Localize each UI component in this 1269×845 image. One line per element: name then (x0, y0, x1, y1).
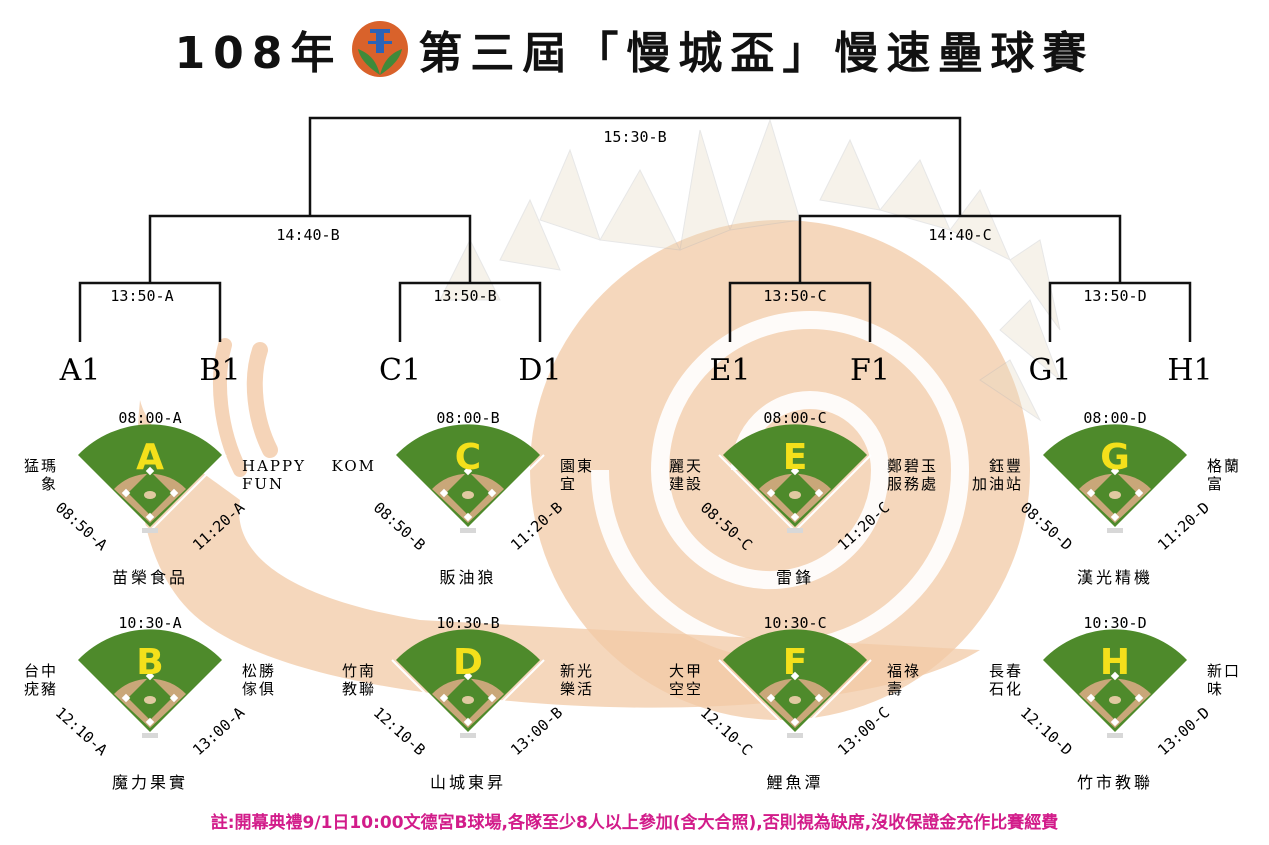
group-d-field: D (391, 629, 545, 738)
group-top-time: 10:30-D (1083, 614, 1146, 632)
seed-label: A1 (59, 353, 101, 388)
quarter-time: 13:50-A (110, 287, 173, 305)
group-left-time: 08:50-A (52, 498, 111, 554)
group-left-team: KOM (332, 457, 376, 475)
seed-label: E1 (710, 353, 751, 388)
group-right-team: 格蘭富 (1207, 457, 1241, 493)
group-f-field: F (718, 629, 872, 738)
group-right-team: 福祿壽 (887, 662, 921, 698)
group-bottom-team: 雷鋒 (776, 568, 814, 587)
group-letter: D (453, 642, 483, 683)
group-right-team: 新光樂活 (560, 662, 594, 698)
group-letter: B (136, 642, 163, 683)
group-right-time: 13:00-A (189, 703, 248, 759)
group-top-time: 10:30-A (118, 614, 181, 632)
group-right-team: 鄭碧玉服務處 (887, 457, 938, 493)
group-left-team: 長春石化 (989, 662, 1023, 698)
seed-label: B1 (199, 353, 240, 388)
group-right-team: 園東宜 (560, 457, 594, 493)
group-left-team: 鈺豐加油站 (972, 457, 1023, 493)
group-letter: A (136, 437, 164, 478)
title-main: 第三屆「慢城盃」慢速壘球賽 (418, 28, 1095, 79)
group-bottom-team: 魔力果實 (112, 773, 188, 792)
group-right-time: 13:00-D (1154, 703, 1213, 759)
group-c-field: C (391, 424, 545, 533)
group-right-time: 11:20-D (1154, 498, 1213, 554)
group-top-time: 10:30-C (763, 614, 826, 632)
final-bracket (308, 116, 962, 216)
group-top-time: 08:00-A (118, 409, 181, 427)
group-right-team: 新口味 (1207, 662, 1241, 698)
group-bottom-team: 苗榮食品 (112, 568, 188, 587)
group-fields: A C E G B D F H (73, 424, 1192, 738)
group-top-time: 10:30-B (436, 614, 499, 632)
group-bottom-team: 漢光精機 (1077, 568, 1153, 587)
group-bottom-team: 竹市教聯 (1077, 773, 1153, 792)
group-left-team: 猛瑪象 (24, 457, 58, 493)
final-time: 15:30-B (603, 128, 666, 146)
group-left-time: 12:10-D (1017, 703, 1076, 759)
group-h-field: H (1038, 629, 1192, 738)
seed-label: F1 (850, 353, 890, 388)
bracket-lines (78, 116, 1192, 342)
seed-label: H1 (1167, 353, 1212, 388)
seed-label: C1 (379, 353, 421, 388)
group-a-field: A (73, 424, 227, 533)
group-left-team: 麗天建設 (669, 457, 703, 493)
seed-label: G1 (1028, 353, 1071, 388)
group-e-field: E (718, 424, 872, 533)
page-title: 108年 第三屆「慢城盃」慢速壘球賽 (0, 14, 1269, 84)
group-bottom-team: 鯉魚潭 (766, 773, 823, 792)
group-right-team: 松勝傢俱 (242, 662, 276, 698)
group-top-time: 08:00-D (1083, 409, 1146, 427)
group-letter: G (1100, 437, 1130, 478)
opening-ceremony-note: 註:開幕典禮9/1日10:00文德宮B球場,各隊至少8人以上參加(含大合照),否… (210, 813, 1059, 833)
group-letter: E (783, 437, 808, 478)
city-emblem-icon (352, 21, 409, 77)
group-left-team: 竹南教聯 (342, 662, 376, 698)
group-top-time: 08:00-C (763, 409, 826, 427)
group-left-time: 08:50-D (1017, 498, 1076, 554)
group-top-time: 08:00-B (436, 409, 499, 427)
semi-time: 14:40-B (276, 226, 339, 244)
group-letter: F (783, 642, 808, 683)
group-b-field: B (73, 629, 227, 738)
title-year: 108年 (174, 28, 343, 79)
group-g-field: G (1038, 424, 1192, 533)
group-letter: H (1100, 642, 1130, 683)
semi-time: 14:40-C (928, 226, 991, 244)
quarter-time: 13:50-C (763, 287, 826, 305)
group-left-time: 12:10-A (52, 703, 111, 759)
group-left-time: 12:10-B (370, 703, 429, 759)
group-letter: C (455, 437, 481, 478)
group-left-team: 台中疣豬 (24, 662, 58, 698)
seed-label: D1 (518, 353, 561, 388)
quarter-time: 13:50-B (433, 287, 496, 305)
group-right-time: 13:00-B (507, 703, 566, 759)
snail-background (137, 118, 1062, 720)
quarter-time: 13:50-D (1083, 287, 1146, 305)
group-bottom-team: 販油狼 (439, 568, 496, 587)
group-bottom-team: 山城東昇 (430, 773, 506, 792)
group-left-team: 大甲空空 (669, 662, 703, 698)
group-left-time: 08:50-B (370, 498, 429, 554)
